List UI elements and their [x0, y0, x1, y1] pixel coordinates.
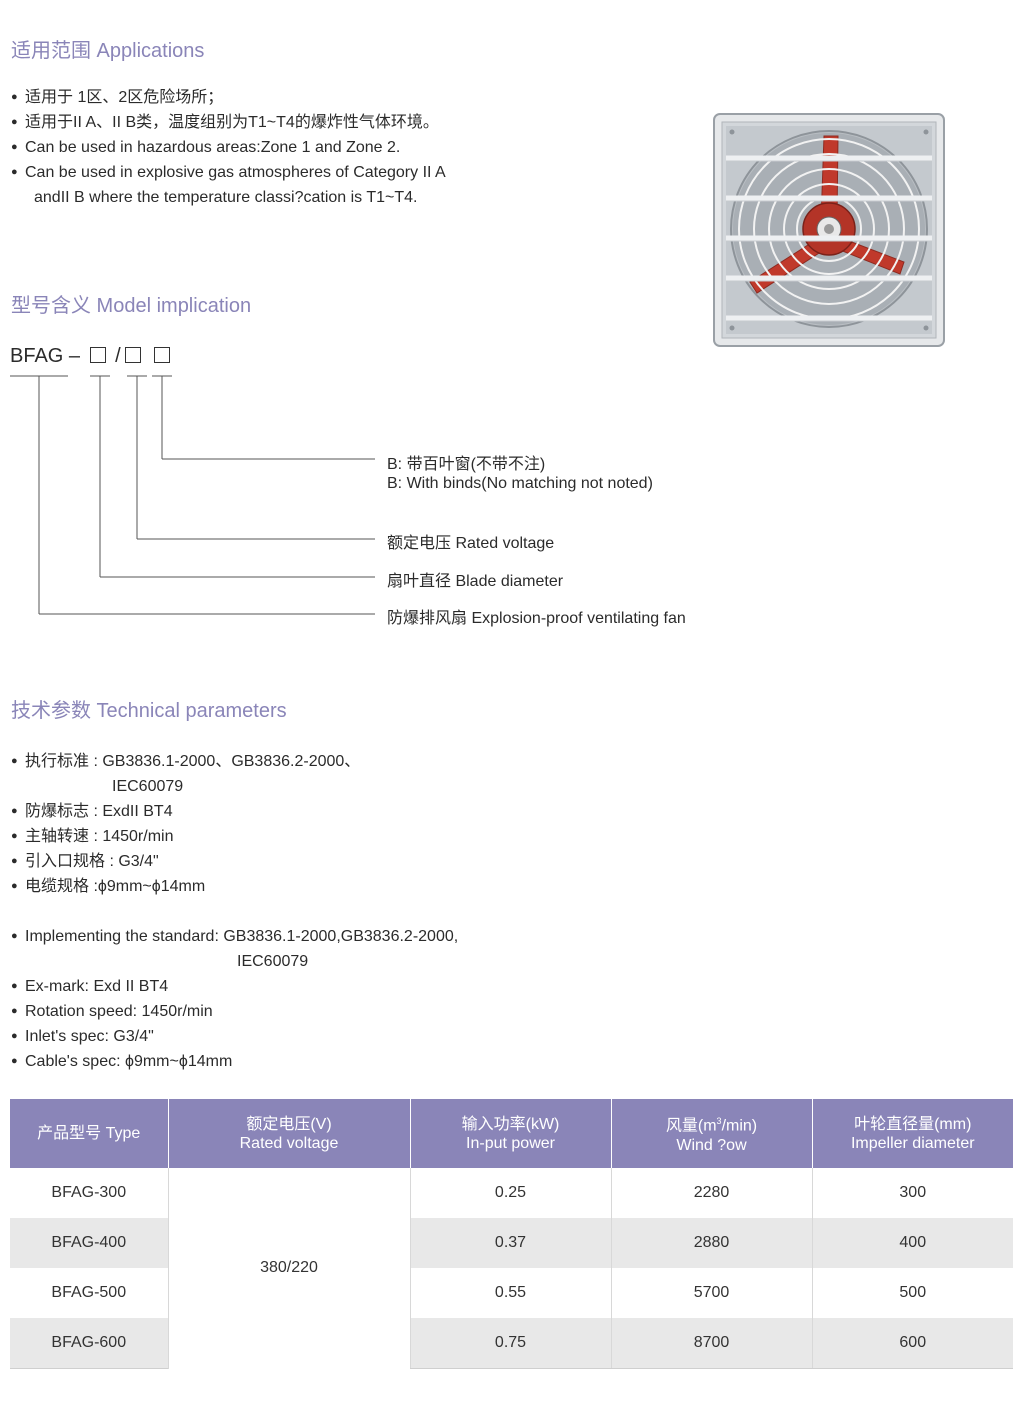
cell-type: BFAG-300	[51, 1184, 127, 1201]
cell-voltage: 380/220	[167, 1168, 410, 1369]
list-item: 主轴转速 : 1450r/min	[11, 824, 360, 849]
model-box-voltage	[124, 347, 141, 363]
model-code: BFAG – /	[10, 345, 174, 368]
header-flow: 风量(m3/min)Wind ?ow	[610, 1099, 812, 1168]
cell-power: 0.25	[409, 1168, 611, 1218]
list-item: 引入口规格 : G3/4"	[11, 849, 360, 874]
model-box-diameter	[89, 347, 106, 363]
list-item: Can be used in hazardous areas:Zone 1 an…	[11, 135, 446, 160]
model-heading: 型号含义 Model implication	[11, 295, 252, 317]
cell-flow: 8700	[610, 1318, 812, 1369]
list-item-continuation: andII B where the temperature classi?cat…	[34, 189, 418, 206]
cell-diameter: 600	[811, 1318, 1013, 1369]
list-item: Inlet's spec: G3/4"	[11, 1024, 458, 1049]
technical-cn-list: 执行标准 : GB3836.1-2000、GB3836.2-2000、 IEC6…	[11, 749, 360, 899]
list-item: 电缆规格 :ϕ9mm~ϕ14mm	[11, 874, 360, 899]
technical-en-list: Implementing the standard: GB3836.1-2000…	[11, 924, 458, 1074]
cell-type: BFAG-400	[10, 1218, 168, 1268]
model-leader-lines	[10, 375, 375, 615]
cell-diameter: 500	[811, 1268, 1013, 1318]
list-item: 防爆标志 : ExdII BT4	[11, 799, 360, 824]
list-item-text: 执行标准 : GB3836.1-2000、GB3836.2-2000、	[25, 753, 361, 770]
list-item-text: Implementing the standard: GB3836.1-2000…	[25, 928, 459, 945]
list-item: Cable's spec: ϕ9mm~ϕ14mm	[11, 1049, 458, 1074]
table-row: BFAG-300 380/220 0.25 2280 300	[10, 1168, 1013, 1369]
list-item-continuation: IEC60079	[112, 778, 184, 795]
list-item: 适用于II A、II B类，温度组别为T1~T4的爆炸性气体环境。	[11, 110, 446, 135]
cell-type: BFAG-500	[51, 1284, 127, 1301]
model-exp-voltage: 额定电压 Rated voltage	[387, 535, 555, 552]
list-item: 执行标准 : GB3836.1-2000、GB3836.2-2000、 IEC6…	[11, 749, 360, 799]
cell-flow: 2280	[610, 1168, 812, 1218]
list-item: Implementing the standard: GB3836.1-2000…	[11, 924, 458, 974]
cell-diameter: 300	[811, 1168, 1013, 1218]
list-item: 适用于 1区、2区危险场所；	[11, 85, 446, 110]
table-row: BFAG-500 0.55 5700 500	[10, 1268, 1013, 1318]
list-item: Rotation speed: 1450r/min	[11, 999, 458, 1024]
list-item-continuation: IEC60079	[237, 953, 309, 970]
model-box-blinds	[154, 347, 171, 363]
list-item: Ex-mark: Exd II BT4	[11, 974, 458, 999]
table-row: BFAG-400 0.37 2880 400	[10, 1218, 1013, 1268]
spec-table: 产品型号 Type 额定电压(V)Rated voltage 输入功率(kW)I…	[10, 1099, 1013, 1369]
model-code-slash: /	[115, 345, 121, 367]
model-exp-fan: 防爆排风扇 Explosion-proof ventilating fan	[387, 610, 686, 627]
fan-image	[713, 113, 945, 347]
cell-power: 0.37	[409, 1218, 611, 1268]
cell-type: BFAG-600	[10, 1318, 168, 1369]
header-voltage: 额定电压(V)Rated voltage	[167, 1099, 410, 1168]
model-exp-diameter: 扇叶直径 Blade diameter	[387, 573, 564, 590]
technical-heading: 技术参数 Technical parameters	[11, 700, 287, 722]
cell-power: 0.75	[409, 1318, 611, 1369]
cell-flow: 2880	[610, 1218, 812, 1268]
header-diameter: 叶轮直径量(mm)Impeller diameter	[811, 1099, 1013, 1168]
table-header-row: 产品型号 Type 额定电压(V)Rated voltage 输入功率(kW)I…	[10, 1099, 1013, 1168]
cell-diameter: 400	[811, 1218, 1013, 1268]
header-type: 产品型号 Type	[10, 1099, 168, 1168]
cell-flow: 5700	[610, 1268, 812, 1318]
applications-heading: 适用范围 Applications	[11, 40, 205, 62]
applications-list: 适用于 1区、2区危险场所； 适用于II A、II B类，温度组别为T1~T4的…	[11, 85, 446, 210]
cell-power: 0.55	[409, 1268, 611, 1318]
model-exp-blinds-en: B: With binds(No matching not noted)	[387, 475, 653, 492]
list-item: Can be used in explosive gas atmospheres…	[11, 160, 446, 185]
header-power: 输入功率(kW)In-put power	[409, 1099, 611, 1168]
model-exp-blinds-cn: B: 带百叶窗(不带不注)	[387, 456, 546, 473]
table-row: BFAG-600 0.75 8700 600	[10, 1318, 1013, 1369]
model-code-prefix: BFAG –	[10, 345, 81, 367]
